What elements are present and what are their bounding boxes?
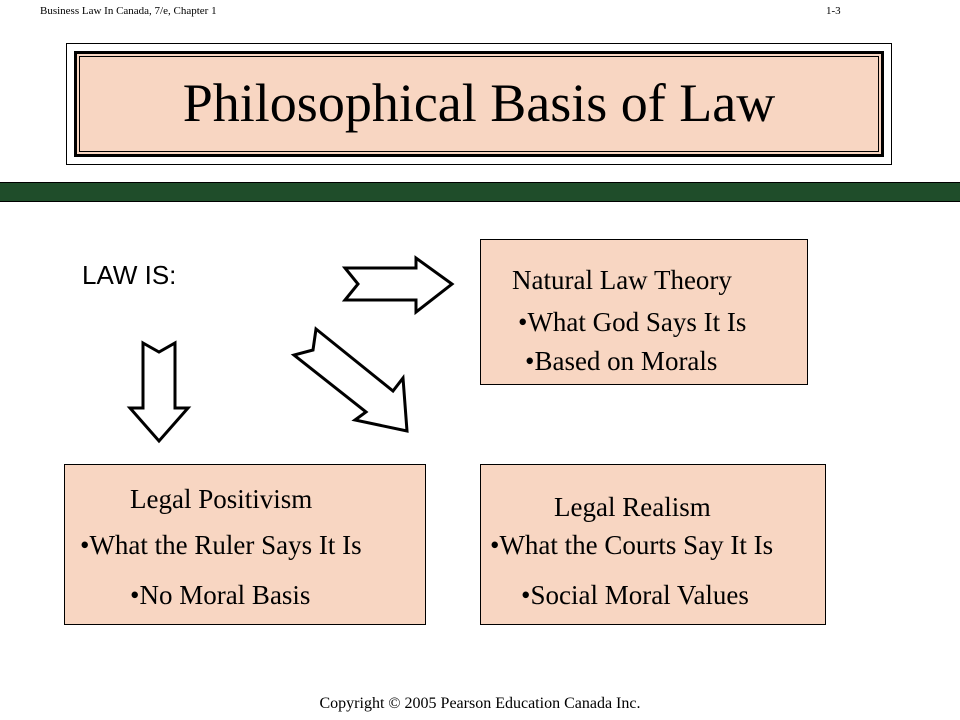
header-slide-number: 1-3 bbox=[826, 5, 841, 17]
legal-positivism-box bbox=[64, 464, 426, 625]
root-label: LAW IS: bbox=[82, 260, 177, 290]
slide-title: Philosophical Basis of Law bbox=[182, 73, 776, 133]
header-course-title: Business Law In Canada, 7/e, Chapter 1 bbox=[40, 5, 217, 17]
natural-law-heading: Natural Law Theory bbox=[512, 265, 732, 295]
copyright-footer: Copyright © 2005 Pearson Education Canad… bbox=[319, 695, 641, 712]
divider-bar bbox=[0, 182, 960, 202]
natural-law-point: •What God Says It Is bbox=[518, 307, 747, 337]
natural-law-point: •Based on Morals bbox=[525, 346, 718, 376]
legal-realism-box bbox=[480, 464, 826, 625]
arrow-diagonal-icon bbox=[290, 326, 409, 433]
legal-positivism-point: •No Moral Basis bbox=[130, 580, 311, 610]
title-box bbox=[74, 51, 884, 157]
arrow-down-icon bbox=[126, 340, 192, 444]
legal-realism-point: •What the Courts Say It Is bbox=[490, 530, 774, 560]
natural-law-box bbox=[480, 239, 808, 385]
legal-realism-heading: Legal Realism bbox=[554, 492, 711, 522]
arrow-right-icon bbox=[341, 255, 455, 316]
legal-positivism-heading: Legal Positivism bbox=[130, 484, 313, 514]
legal-positivism-point: •What the Ruler Says It Is bbox=[80, 530, 362, 560]
legal-realism-point: •Social Moral Values bbox=[521, 580, 749, 610]
